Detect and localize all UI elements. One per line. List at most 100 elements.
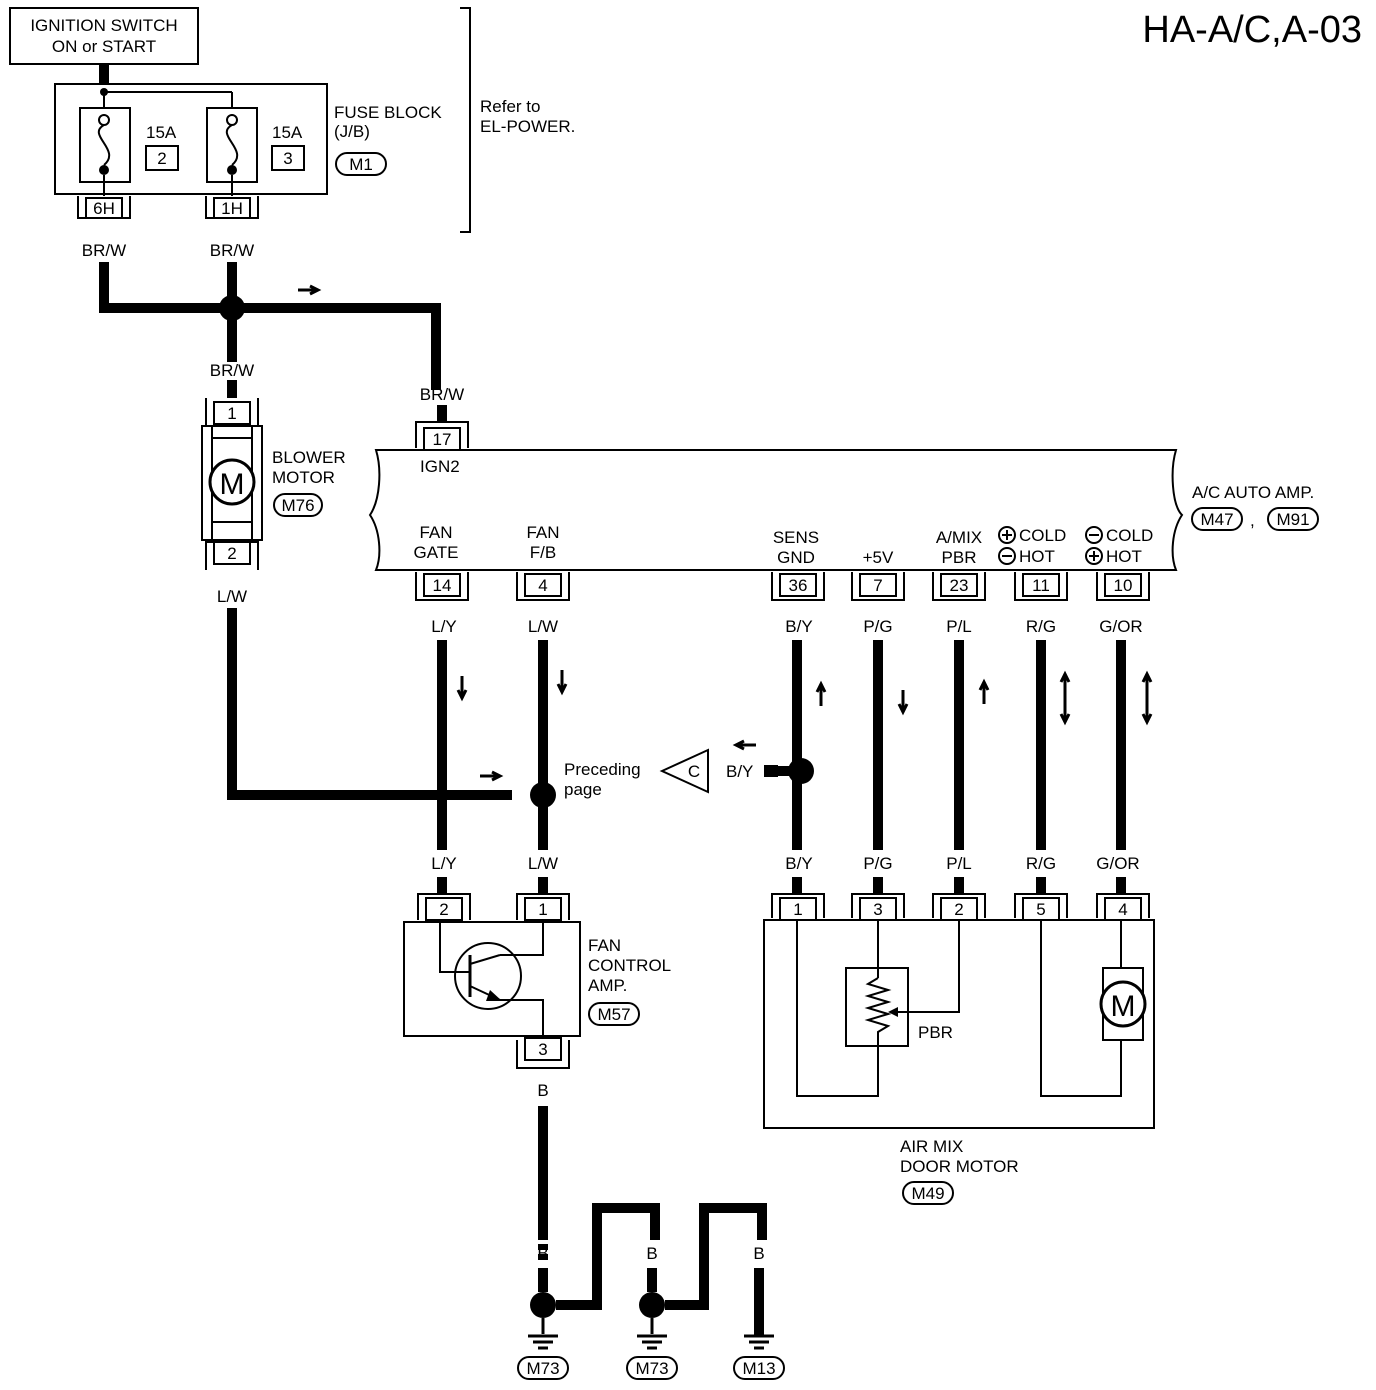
fan-control-amp: 2 1 3 FAN CONTROL AMP. M57	[403, 893, 671, 1069]
svg-text:14: 14	[433, 576, 452, 595]
blower-pin-bottom: 2	[227, 544, 236, 563]
amp-pin-7: 7	[851, 572, 905, 601]
wire-label-brw-1: BR/W	[82, 241, 126, 260]
ground-icon	[528, 1318, 558, 1350]
wire-label-b-2: B	[537, 1244, 548, 1263]
fuse2-rating: 15A	[272, 123, 303, 142]
amp-fan-fb-1: FAN	[526, 523, 559, 542]
blower-label-line1: BLOWER	[272, 448, 346, 467]
pbr-label: PBR	[918, 1023, 953, 1042]
wire-label-by-3: B/Y	[785, 854, 812, 873]
preceding-letter: C	[688, 762, 700, 781]
wire-label-rg-2: R/G	[1026, 854, 1056, 873]
wire-label-ly-1: L/Y	[431, 617, 457, 636]
diagram-id: HA-A/C,A-03	[1142, 9, 1362, 51]
wire-label-b-6: B	[753, 1244, 764, 1263]
arrow-up-icon	[978, 678, 990, 704]
arrow-right-icon	[298, 284, 322, 296]
ground-icon	[744, 1334, 774, 1350]
wire-label-ly-2: L/Y	[431, 854, 457, 873]
arrow-left-icon	[732, 739, 756, 751]
motor-icon	[1099, 980, 1147, 1028]
svg-text:11: 11	[1032, 576, 1050, 595]
preceding-line1: Preceding	[564, 760, 641, 779]
ground-code-1: M73	[526, 1359, 559, 1378]
ground-code-3: M13	[742, 1359, 775, 1378]
refer-line2: EL-POWER.	[480, 117, 575, 136]
amp-pin-23: 23	[932, 572, 986, 601]
amp-hot-b: HOT	[1106, 547, 1142, 566]
wire-label-b-5: B	[698, 1244, 709, 1263]
amp-pin-14: 14	[415, 572, 469, 601]
air-mix-door-motor: 1 3 2 5 4 PBR M AIR MIX DOOR MOTOR M49	[763, 893, 1155, 1205]
arrow-up-icon	[815, 680, 827, 706]
wire-label-b-3: B	[591, 1244, 602, 1263]
svg-text:4: 4	[538, 576, 547, 595]
preceding-line2: page	[564, 780, 602, 799]
blower-motor: 1 M 2 BLOWER MOTOR M76	[201, 380, 346, 570]
splice-lw	[530, 782, 556, 808]
amp-pin-4: 4	[516, 572, 570, 601]
fuse-block-code: M1	[349, 155, 373, 174]
wire-label-pl-1: P/L	[946, 617, 972, 636]
amdm-pin-1: 1	[793, 900, 802, 919]
fuse-block-title: FUSE BLOCK	[334, 103, 442, 122]
arrow-updown-icon	[1059, 670, 1071, 726]
wire-label-b-4: B	[646, 1244, 657, 1263]
amp-pin-11: 11	[1014, 572, 1068, 601]
amp-cold-a: COLD	[1019, 526, 1066, 545]
ground-code-2: M73	[635, 1359, 668, 1378]
splice-by	[788, 758, 814, 784]
amp-code-2: M91	[1276, 510, 1309, 529]
preceding-page-connector[interactable]: C	[659, 748, 709, 794]
amp-code-1: M47	[1200, 510, 1233, 529]
fuse-conn-1h: 1H	[221, 199, 243, 218]
amp-plus5v: +5V	[863, 548, 894, 567]
amp-sens-2: GND	[777, 548, 815, 567]
arrow-down-icon	[897, 690, 909, 716]
amp-sens-1: SENS	[773, 528, 819, 547]
amp-pin-36: 36	[771, 572, 825, 601]
amdm-motor-symbol: M	[1111, 990, 1136, 1023]
fuse-conn-6h: 6H	[93, 199, 115, 218]
amp-fan-fb-2: F/B	[530, 543, 556, 562]
ignition-label-line2: ON or START	[52, 37, 156, 56]
svg-text:10: 10	[1114, 576, 1133, 595]
fca-label-line2: CONTROL	[588, 956, 671, 975]
svg-text:36: 36	[789, 576, 808, 595]
fca-label-line1: FAN	[588, 936, 621, 955]
amp-code-sep: ,	[1250, 511, 1255, 530]
amp-cold-b: COLD	[1106, 526, 1153, 545]
arrow-updown-icon	[1141, 670, 1153, 726]
blower-code: M76	[281, 496, 314, 515]
fca-pin-3: 3	[538, 1040, 547, 1059]
wire-label-brw-3: BR/W	[210, 361, 254, 380]
fca-pin-2: 2	[439, 900, 448, 919]
refer-line1: Refer to	[480, 97, 540, 116]
wire-label-gor-1: G/OR	[1099, 617, 1142, 636]
wire-label-pg-2: P/G	[863, 854, 892, 873]
fuse2-number: 3	[283, 149, 292, 168]
amp-fan-gate-1: FAN	[419, 523, 452, 542]
wire-label-b-1: B	[537, 1081, 548, 1100]
wire-label-brw-4: BR/W	[420, 385, 464, 404]
transistor-icon	[454, 942, 522, 1010]
fuse-block-subtitle: (J/B)	[334, 122, 370, 141]
amp-fan-gate-2: GATE	[413, 543, 458, 562]
amp-hot-a: HOT	[1019, 547, 1055, 566]
wire-label-by-1: B/Y	[785, 617, 812, 636]
amp-amix-1: A/MIX	[936, 528, 982, 547]
wire-label-lw-1: L/W	[217, 587, 247, 606]
arrow-right-icon	[480, 770, 504, 782]
ac-auto-amp: 17 IGN2 FAN GATE FAN F/B SENS GND +5V A/…	[368, 421, 1319, 571]
arrow-down-icon	[456, 676, 468, 702]
wire-label-pl-2: P/L	[946, 854, 972, 873]
wire-label-by-2: B/Y	[726, 762, 753, 781]
amp-title: A/C AUTO AMP.	[1192, 483, 1314, 502]
blower-pin-top: 1	[227, 404, 236, 423]
amdm-pin-5: 5	[1036, 900, 1045, 919]
fca-label-line3: AMP.	[588, 976, 627, 995]
ground-icon	[637, 1318, 667, 1350]
splice-ground-2	[639, 1292, 665, 1318]
